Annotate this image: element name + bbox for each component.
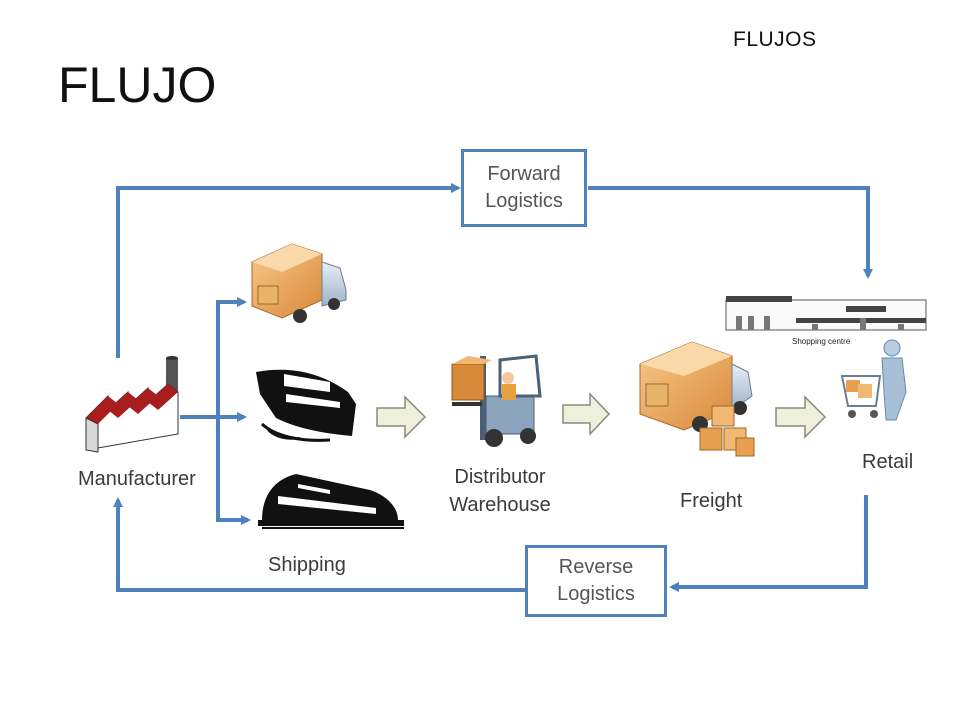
forward-logistics-box: Forward Logistics xyxy=(461,149,587,227)
factory-icon xyxy=(85,356,179,453)
reverse-flow-line xyxy=(113,495,868,592)
reverse-logistics-line2: Logistics xyxy=(557,583,635,605)
freight-truck-icon xyxy=(639,341,753,432)
shipping-branch-lines xyxy=(180,297,251,525)
block-arrow-2 xyxy=(562,392,611,436)
corner-label: FLUJOS xyxy=(733,28,817,51)
forward-logistics-line2: Logistics xyxy=(485,190,563,212)
reverse-logistics-line1: Reverse xyxy=(558,556,634,578)
train-icon xyxy=(258,474,404,529)
store-sign: Shopping centre xyxy=(792,337,851,346)
shopper-cart-icon xyxy=(840,339,907,421)
freight-boxes-icon xyxy=(699,405,755,457)
distributor-label-line1: Distributor xyxy=(454,466,546,488)
manufacturer-label: Manufacturer xyxy=(78,468,196,490)
slide-title: FLUJO xyxy=(58,57,217,113)
block-arrow-3 xyxy=(775,395,827,439)
distributor-label-line2: Warehouse xyxy=(449,494,551,516)
block-arrow-1 xyxy=(376,395,427,439)
shopping-centre-icon: Shopping centre xyxy=(725,296,927,346)
cargo-ship-icon xyxy=(256,369,356,442)
delivery-truck-icon xyxy=(251,243,347,323)
forward-logistics-line1: Forward xyxy=(487,163,561,185)
distributor-warehouse-label: Distributor Warehouse xyxy=(440,463,560,519)
freight-label: Freight xyxy=(680,490,743,512)
forklift-icon xyxy=(451,354,542,447)
forward-flow-line xyxy=(116,183,873,358)
retail-label: Retail xyxy=(862,451,914,473)
shipping-label: Shipping xyxy=(268,554,346,576)
reverse-logistics-box: Reverse Logistics xyxy=(525,545,667,617)
